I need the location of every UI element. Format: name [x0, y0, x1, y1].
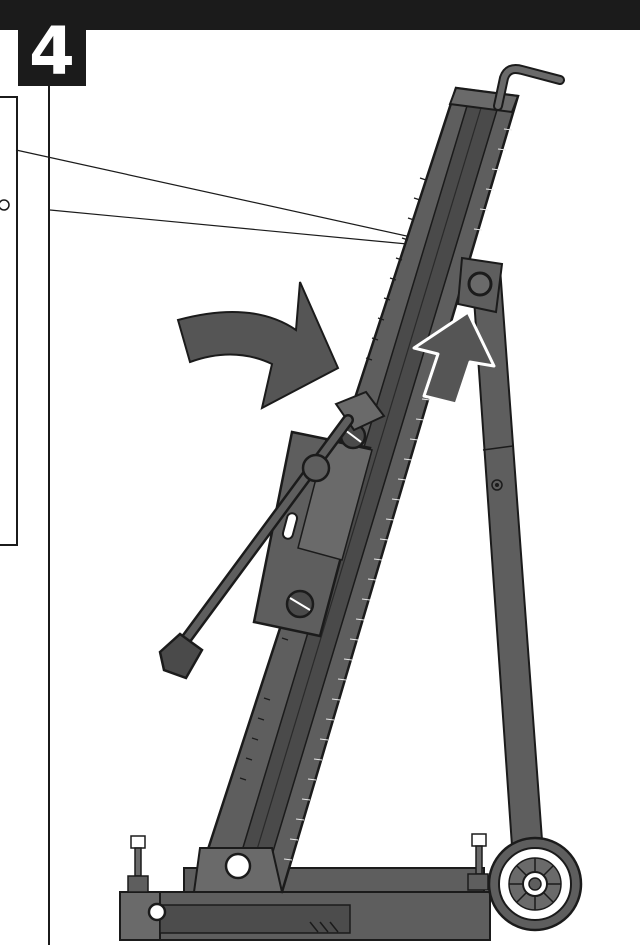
leveling-screw-right [467, 833, 489, 891]
carriage [252, 390, 386, 638]
pivot-bolt [467, 271, 493, 297]
leveling-screw-left [127, 835, 149, 893]
base-bolt [147, 902, 167, 922]
callout-leader-lines [15, 149, 471, 251]
page-divider-line [48, 86, 50, 945]
wheel [487, 836, 583, 932]
lever-grip [158, 632, 204, 680]
curved-arrow-icon [176, 281, 340, 410]
column-foot-block [192, 847, 284, 893]
callout-dot [0, 199, 10, 211]
feed-lever [158, 414, 354, 680]
step-number: 4 [18, 18, 86, 86]
up-arrow-icon [412, 310, 496, 406]
header-bar [0, 0, 640, 30]
pivot-bracket [456, 256, 504, 314]
base-plate [119, 867, 491, 941]
